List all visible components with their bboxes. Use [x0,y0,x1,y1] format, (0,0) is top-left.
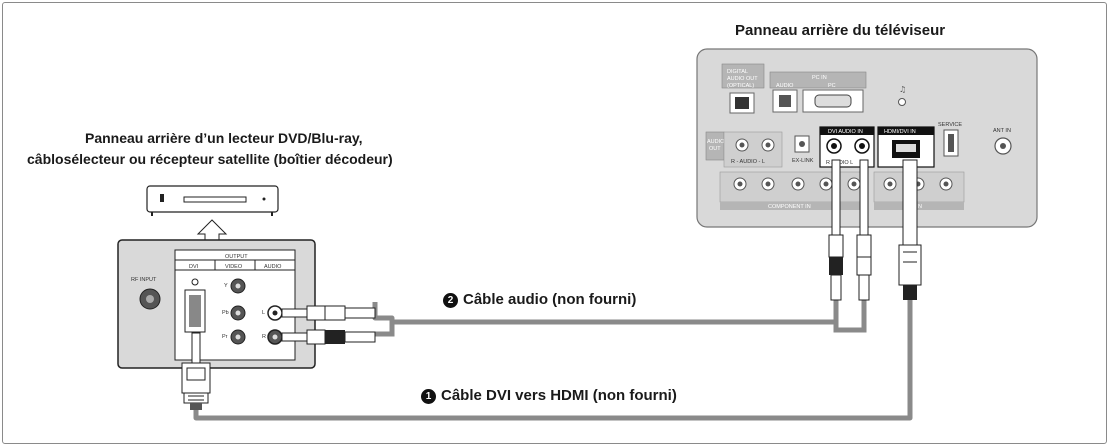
audio-cable-plug-right-source [281,329,376,345]
svg-text:(OPTICAL): (OPTICAL) [727,83,754,89]
svg-text:L: L [262,310,265,316]
dvi-cable-label: 1 Câble DVI vers HDMI (non fourni) [421,387,677,404]
svg-text:DVI: DVI [189,264,199,270]
svg-text:AUDIO: AUDIO [776,83,794,89]
up-arrow-icon [196,219,228,242]
tv-panel-label: Panneau arrière du téléviseur [735,22,946,39]
ant-in-port: ANT IN [993,128,1012,155]
svg-text:COMPONENT IN: COMPONENT IN [768,204,811,210]
svg-text:SERVICE: SERVICE [938,122,962,128]
dvi-cable-plug-source [181,332,211,410]
dvd-player-device [146,185,279,216]
digital-audio-out-port: DIGITAL AUDIO OUT (OPTICAL) [721,63,765,114]
source-panel-label-line1: Panneau arrière d’un lecteur DVD/Blu-ray… [85,130,363,146]
headphone-jack: ♫ [898,85,906,106]
audio-cable-number-badge: 2 [443,293,458,308]
hdmi-cable-plug-tv [898,159,922,300]
source-panel-label-line2: câblosélecteur ou récepteur satellite (b… [27,151,393,167]
svg-text:R - AUDIO - L: R - AUDIO - L [731,159,765,165]
dvi-cable-text: Câble DVI vers HDMI (non fourni) [441,387,677,404]
pc-in-port: PC IN AUDIO PC [769,71,867,113]
svg-text:AUDIO: AUDIO [264,264,282,270]
audio-cable-text: Câble audio (non fourni) [463,291,637,308]
svg-text:Pb: Pb [222,310,229,316]
svg-text:RF INPUT: RF INPUT [131,277,157,283]
audio-cable [372,300,867,337]
component-in-ports: COMPONENT IN [719,171,869,210]
svg-text:EX-LINK: EX-LINK [792,158,814,164]
audio-cable-plug-left-source [281,305,376,321]
svg-text:OUTPUT: OUTPUT [225,254,248,260]
audio-cable-plug-right-tv [856,159,872,301]
svg-text:AUDIO: AUDIO [707,139,725,145]
dvi-cable-number-badge: 1 [421,389,436,404]
svg-text:PC: PC [828,83,836,89]
dvi-hdmi-cable [193,300,913,421]
svg-text:VIDEO: VIDEO [225,264,243,270]
svg-text:AUDIO OUT: AUDIO OUT [727,76,758,82]
svg-text:♫: ♫ [899,85,906,94]
svg-text:ANT IN: ANT IN [993,128,1011,134]
svg-text:R: R [262,334,266,340]
av-in-ports: AV IN [873,171,965,210]
audio-cable-label: 2 Câble audio (non fourni) [443,291,636,308]
service-port: SERVICE [938,122,962,157]
ex-link-port: EX-LINK [792,135,814,164]
svg-text:Y: Y [224,283,228,289]
audio-cable-plug-left-tv [828,159,844,301]
svg-text:HDMI/DVI IN: HDMI/DVI IN [884,129,916,135]
svg-text:Pr: Pr [222,334,228,340]
svg-text:OUT: OUT [709,146,721,152]
pc-in-text: PC IN [812,75,827,81]
source-back-panel: RF INPUT OUTPUT DVI VIDEO AUDIO Y Pb Pr … [117,239,316,369]
audio-out-ports: AUDIO OUT R - AUDIO - L [705,131,783,168]
svg-text:DIGITAL: DIGITAL [727,69,748,75]
svg-text:DVI AUDIO IN: DVI AUDIO IN [828,129,863,135]
